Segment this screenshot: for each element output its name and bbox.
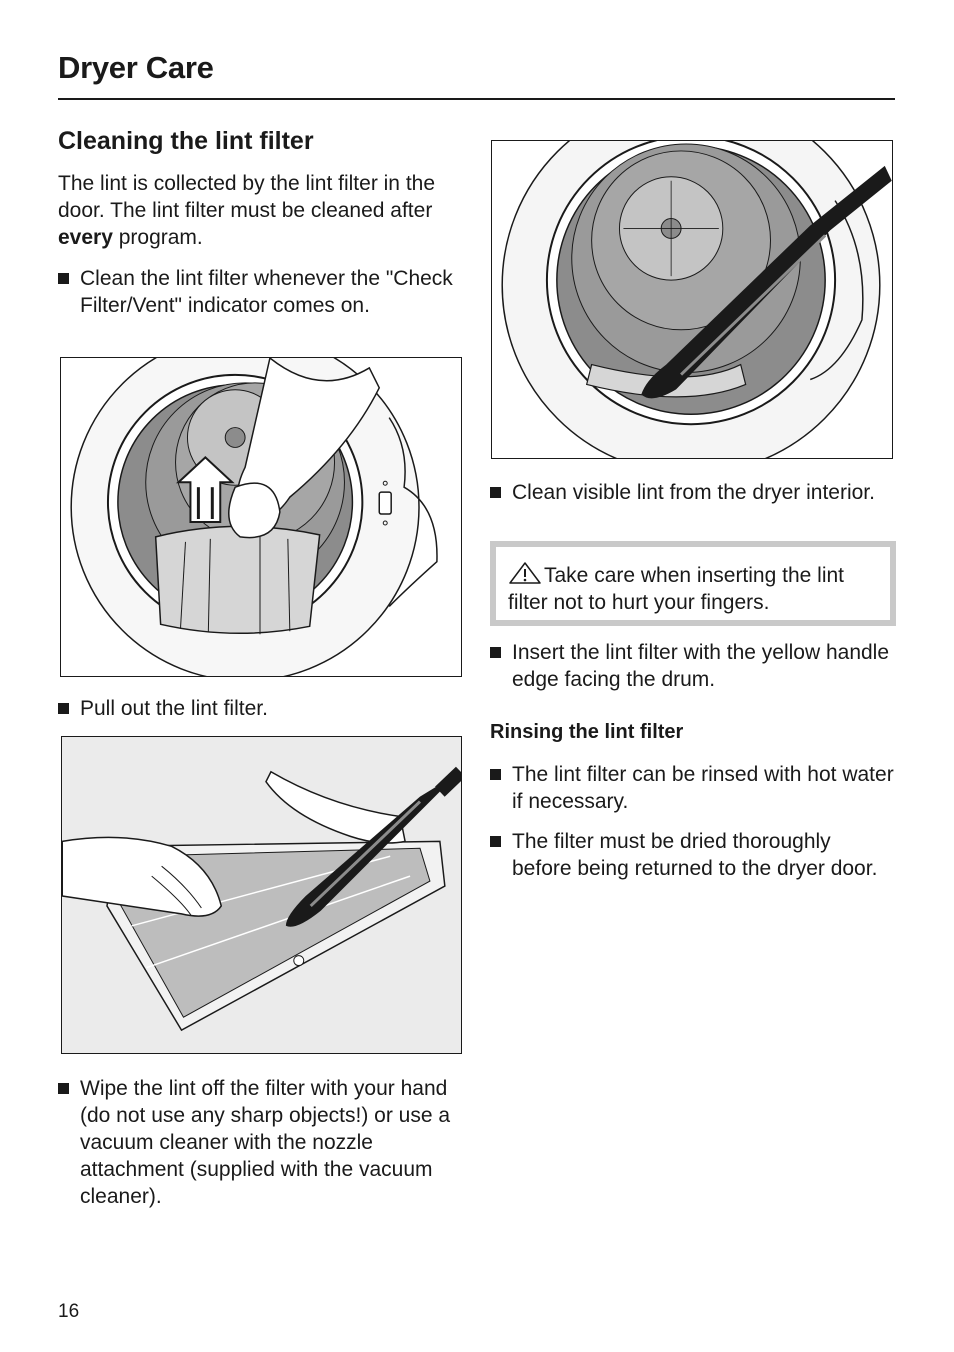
bullet-dry-filter: The filter must be dried thoroughly befo…	[490, 828, 895, 882]
black-square-bullet-icon	[490, 647, 501, 658]
intro-text-start: The lint is collected by the lint filter…	[58, 172, 436, 222]
bullet-text: Insert the lint filter with the yellow h…	[512, 641, 890, 691]
intro-text-bold: every	[58, 226, 113, 249]
bullet-text: The lint filter can be rinsed with hot w…	[512, 763, 894, 813]
bullet-text: Clean the lint filter whenever the "Chec…	[80, 267, 453, 317]
figure-pull-out-filter	[60, 357, 462, 677]
rinsing-subheading: Rinsing the lint filter	[490, 721, 684, 743]
bullet-pull-out: Pull out the lint filter.	[58, 695, 458, 722]
black-square-bullet-icon	[58, 1083, 69, 1094]
black-square-bullet-icon	[58, 703, 69, 714]
title-divider	[58, 98, 895, 100]
bullet-check-indicator: Clean the lint filter whenever the "Chec…	[58, 265, 458, 319]
bullet-text: The filter must be dried thoroughly befo…	[512, 830, 878, 880]
bullet-text: Pull out the lint filter.	[80, 697, 268, 720]
bullet-text: Wipe the lint off the filter with your h…	[80, 1077, 451, 1208]
bullet-clean-interior: Clean visible lint from the dryer interi…	[490, 479, 895, 506]
section-heading: Cleaning the lint filter	[58, 127, 314, 155]
bullet-text: Clean visible lint from the dryer interi…	[512, 481, 875, 504]
black-square-bullet-icon	[490, 487, 501, 498]
warning-box: Take care when inserting the lint filter…	[490, 541, 896, 626]
pull-filter-illustration	[61, 358, 461, 676]
page-number: 16	[58, 1301, 80, 1322]
intro-paragraph: The lint is collected by the lint filter…	[58, 170, 458, 251]
bullet-rinse-filter: The lint filter can be rinsed with hot w…	[490, 761, 895, 815]
black-square-bullet-icon	[490, 769, 501, 780]
bullet-insert-filter: Insert the lint filter with the yellow h…	[490, 639, 895, 693]
warning-text: Take care when inserting the lint filter…	[508, 564, 844, 614]
warning-triangle-icon	[509, 562, 541, 584]
clean-interior-illustration	[501, 141, 892, 458]
wipe-filter-illustration	[62, 766, 461, 1032]
figure-wipe-filter	[61, 736, 462, 1054]
black-square-bullet-icon	[490, 836, 501, 847]
figure-clean-interior	[491, 140, 893, 459]
bullet-wipe-lint: Wipe the lint off the filter with your h…	[58, 1075, 463, 1210]
black-square-bullet-icon	[58, 273, 69, 284]
intro-text-end: program.	[112, 226, 203, 249]
page-title: Dryer Care	[58, 50, 214, 85]
